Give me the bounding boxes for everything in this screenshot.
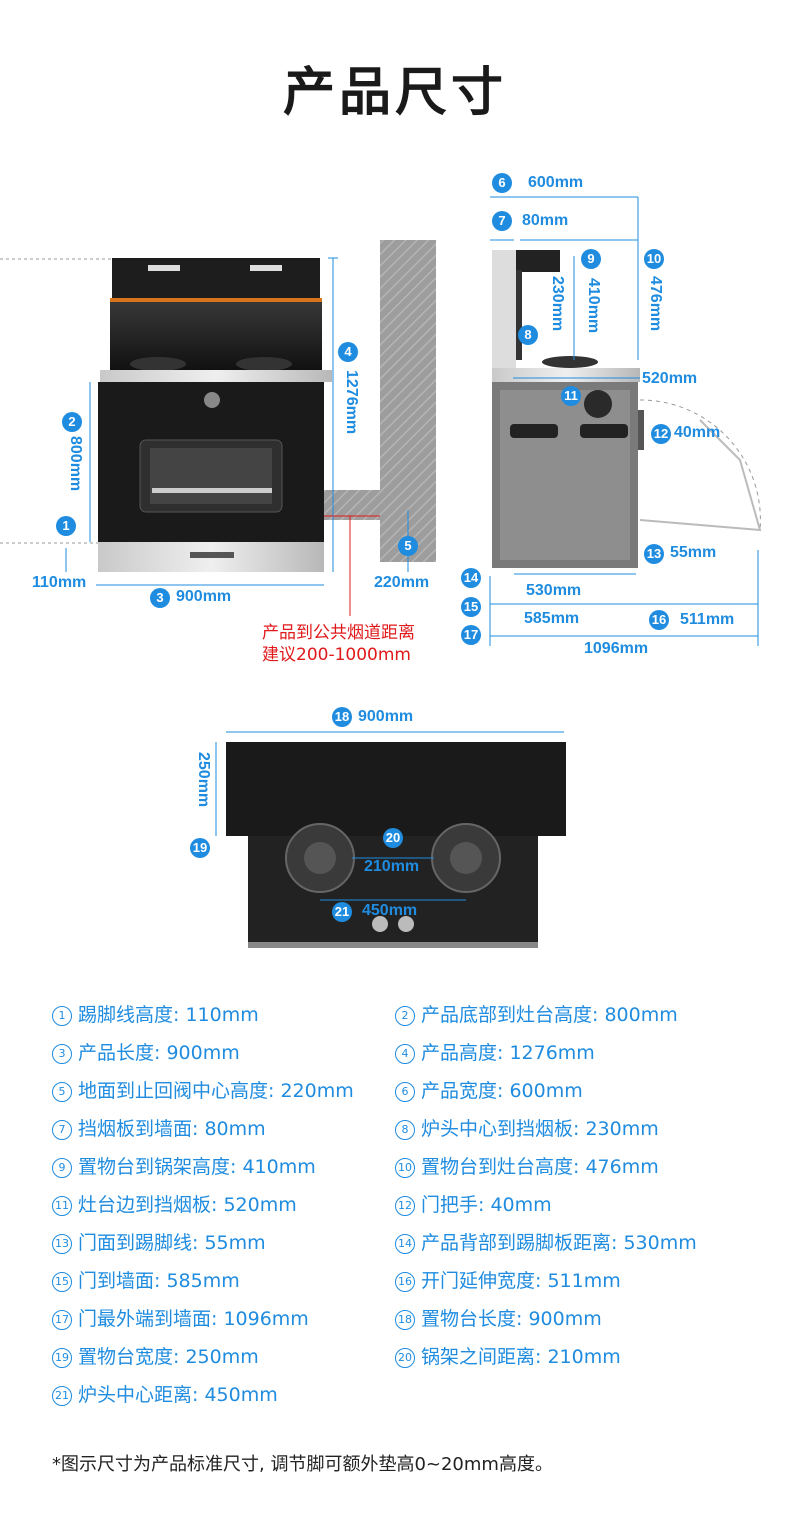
dim-12: 40mm xyxy=(674,424,721,441)
badge-3: 3 xyxy=(150,588,170,608)
footnote: *图示尺寸为产品标准尺寸, 调节脚可额外垫高0~20mm高度。 xyxy=(52,1454,553,1475)
dim-20: 210mm xyxy=(364,858,420,875)
badge-13: 13 xyxy=(644,544,664,564)
dim-19: 250mm xyxy=(195,752,212,808)
badge-8: 8 xyxy=(518,325,538,345)
dim-4: 1276mm xyxy=(343,370,360,435)
dim-13: 55mm xyxy=(670,544,717,561)
dim-17: 1096mm xyxy=(584,640,649,657)
badge-9: 9 xyxy=(581,249,601,269)
badge-1: 1 xyxy=(56,516,76,536)
badge-20: 20 xyxy=(383,828,403,848)
dim-5: 220mm xyxy=(374,574,430,591)
dim-8: 230mm xyxy=(549,276,566,332)
dim-3: 900mm xyxy=(176,588,232,605)
badge-6: 6 xyxy=(492,173,512,193)
dim-21: 450mm xyxy=(362,902,418,919)
badge-12: 12 xyxy=(651,424,671,444)
side-view-appliance xyxy=(489,196,762,646)
badge-2: 2 xyxy=(62,412,82,432)
dim-7: 80mm xyxy=(522,212,569,229)
front-view-appliance xyxy=(65,240,436,616)
dimension-illustration xyxy=(0,196,762,948)
top-view-appliance xyxy=(215,731,566,948)
flue-note-line2: 建议200-1000mm xyxy=(262,645,411,665)
page-title: 产品尺寸 xyxy=(282,63,507,123)
dim-14: 530mm xyxy=(526,582,582,599)
dim-18: 900mm xyxy=(358,708,414,725)
badge-11: 11 xyxy=(561,386,581,406)
badge-5: 5 xyxy=(398,536,418,556)
dim-11: 520mm xyxy=(642,370,698,387)
badge-10: 10 xyxy=(644,249,664,269)
flue-note-line1: 产品到公共烟道距离 xyxy=(262,623,415,643)
badge-16: 16 xyxy=(649,610,669,630)
badge-17: 17 xyxy=(461,625,481,645)
badge-21: 21 xyxy=(332,902,352,922)
badge-7: 7 xyxy=(492,211,512,231)
dim-16: 511mm xyxy=(680,611,735,628)
dim-15: 585mm xyxy=(524,610,580,627)
badge-18: 18 xyxy=(332,707,352,727)
badge-14: 14 xyxy=(461,568,481,588)
badge-19: 19 xyxy=(190,838,210,858)
dim-6: 600mm xyxy=(528,174,584,191)
badge-15: 15 xyxy=(461,597,481,617)
dim-1: 110mm xyxy=(32,574,87,591)
dim-2: 800mm xyxy=(67,436,84,492)
dim-9: 410mm xyxy=(585,278,602,334)
badge-4: 4 xyxy=(338,342,358,362)
dim-10: 476mm xyxy=(647,276,664,332)
